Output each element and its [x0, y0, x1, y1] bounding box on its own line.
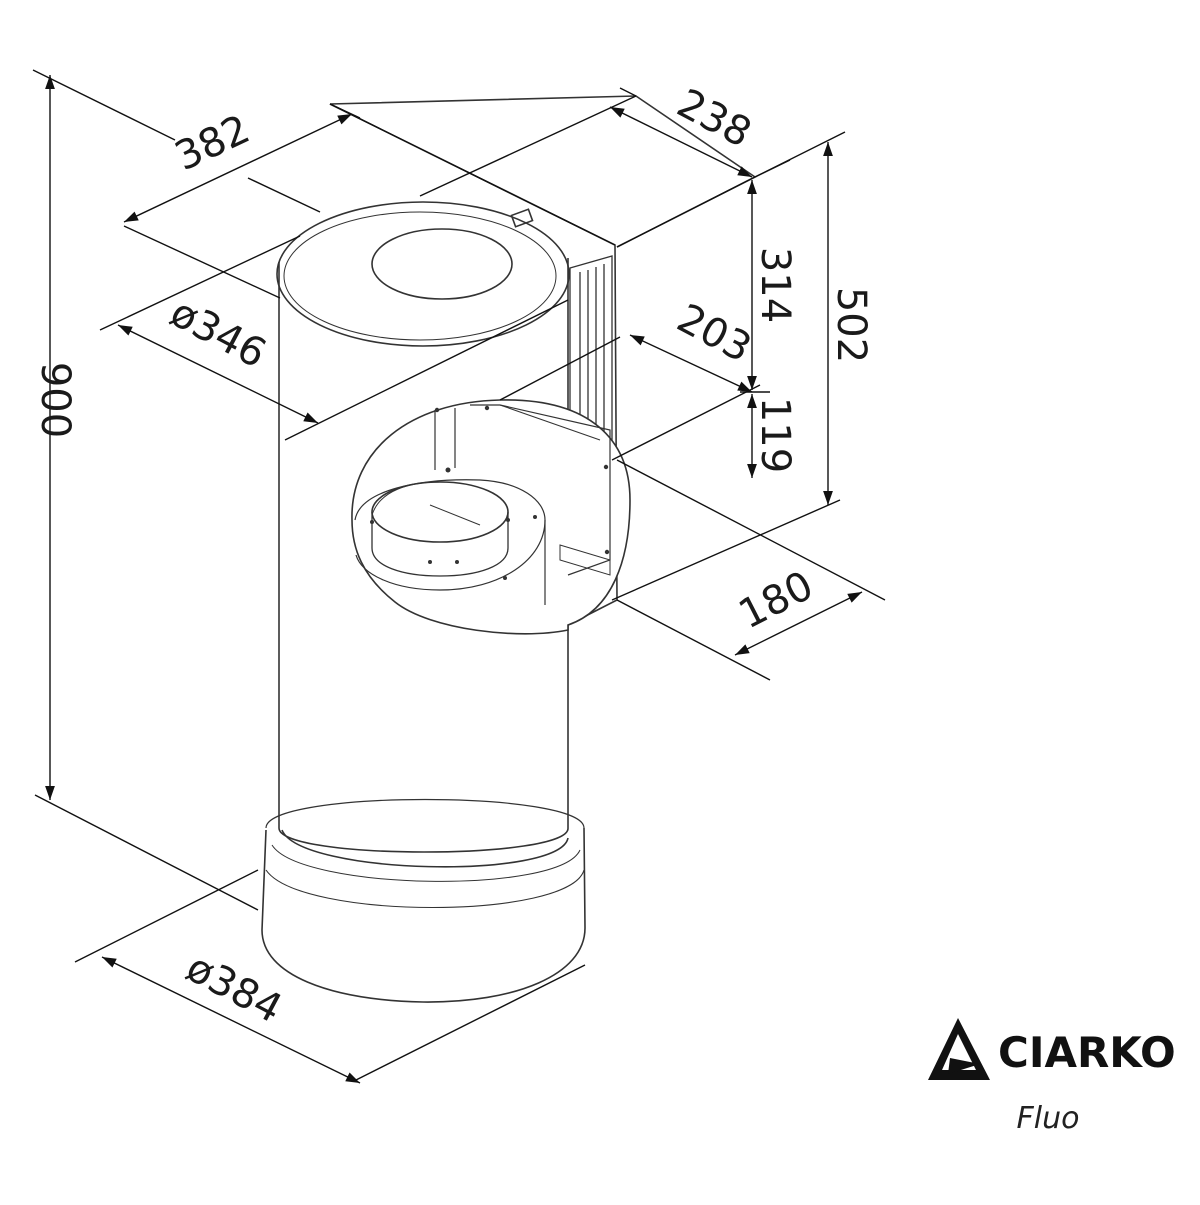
cylinder-bottom-edge — [278, 827, 569, 853]
dim-346-label: ø346 — [163, 290, 274, 378]
cutaway-outline — [351, 399, 631, 635]
dim-180-label: 180 — [732, 563, 821, 639]
brand-block: CIARKO Fluo — [928, 1018, 1176, 1136]
dim-502-label: 502 — [828, 287, 874, 363]
hood-body — [261, 95, 757, 1003]
dim-line-346 — [117, 324, 319, 424]
cylinder-top-inner — [283, 211, 557, 341]
dim-line-384 — [101, 956, 361, 1084]
model-name: Fluo — [1017, 1101, 1080, 1136]
duct-opening — [371, 228, 513, 300]
dim-line-382 — [123, 113, 353, 223]
dim-119-label: 119 — [752, 397, 798, 473]
base-ring-top — [265, 798, 585, 829]
dim-382-label: 382 — [168, 106, 257, 180]
dim-900-label: 900 — [32, 362, 78, 438]
top-clip — [510, 208, 534, 228]
ciarko-triangle-logo-icon — [928, 1018, 990, 1080]
screws — [370, 405, 610, 580]
brand-name: CIARKO — [998, 1028, 1176, 1077]
cylinder-top-rim — [276, 201, 570, 347]
base-ring-upper — [281, 829, 569, 868]
base-ring — [261, 827, 586, 1003]
base-ring-line — [265, 869, 585, 909]
base-ring-band — [271, 844, 581, 882]
dim-line-203 — [629, 334, 753, 393]
dim-314-label: 314 — [752, 247, 798, 323]
dim-238-label: 238 — [670, 80, 759, 156]
dim-line-238 — [609, 106, 753, 178]
dimension-lines — [32, 69, 886, 1084]
dim-line-180 — [734, 591, 863, 656]
